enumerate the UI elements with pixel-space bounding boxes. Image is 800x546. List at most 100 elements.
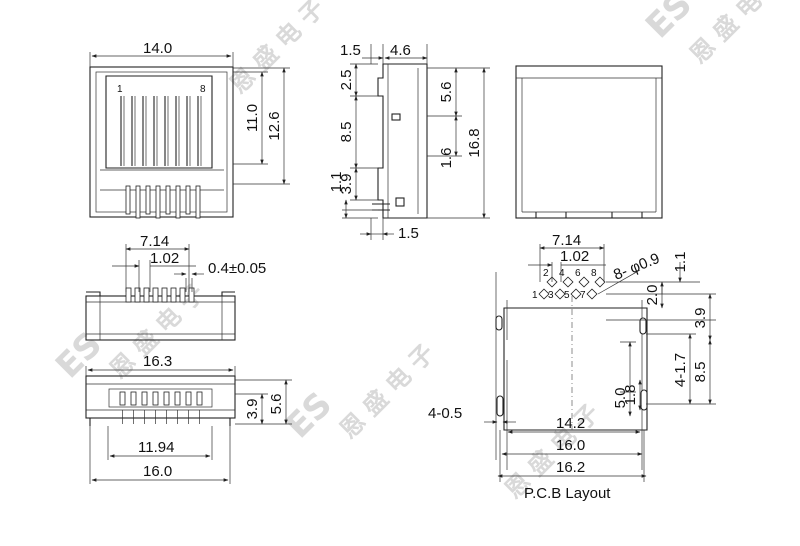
pcb-dim-20-label: 2.0 bbox=[644, 285, 661, 306]
bottom-width-top-extension bbox=[85, 366, 236, 376]
side-left-extension bbox=[342, 63, 378, 219]
front-pin bbox=[185, 185, 191, 215]
bottom-h-small-label: 3.9 bbox=[244, 399, 261, 420]
watermark-logo: ES bbox=[278, 384, 340, 446]
side-left-b-label: 8.5 bbox=[338, 122, 355, 143]
side-left-c-label: 3.9 bbox=[338, 174, 355, 195]
bottom-front-span-label: 7.14 bbox=[140, 233, 169, 250]
bottom-width-top-label: 16.3 bbox=[143, 353, 172, 370]
bottom-front-pin bbox=[170, 287, 177, 303]
pcb-hole bbox=[586, 288, 598, 300]
pcb-right-mid-extension bbox=[620, 333, 716, 405]
pcb-pin-label-top: 4 bbox=[559, 268, 565, 279]
bottom-pin-row-label: 11.94 bbox=[138, 439, 174, 456]
bottom-front-pitch-label: 1.02 bbox=[150, 250, 179, 267]
side-right-b-label: 1.6 bbox=[438, 148, 455, 169]
bottom-inner-lines bbox=[86, 383, 235, 411]
bottom-pin-window bbox=[108, 388, 213, 408]
front-pin bbox=[165, 185, 171, 215]
bottom-front-pins bbox=[125, 287, 195, 303]
front-height-inner-label: 11.0 bbox=[244, 104, 261, 132]
front-contacts bbox=[120, 96, 202, 166]
watermark-company: 恩 盛 电 子 bbox=[684, 0, 789, 69]
pcb-pin-label-bottom: 3 bbox=[548, 290, 554, 301]
pcb-slot bbox=[496, 395, 504, 417]
pcb-dim-50-label: 5.0 bbox=[612, 388, 629, 409]
side-pin-block bbox=[395, 197, 405, 207]
front-outline bbox=[89, 66, 234, 218]
bottom-pin bbox=[185, 391, 192, 406]
pcb-hole bbox=[538, 288, 550, 300]
bottom-lower-extension bbox=[89, 426, 231, 484]
back-feet bbox=[535, 212, 643, 218]
front-view: 1 8 14.0 11.0 12.6 bbox=[89, 40, 290, 219]
bottom-pin bbox=[174, 391, 181, 406]
front-inner-outline bbox=[95, 71, 228, 213]
front-pin-last-label: 8 bbox=[200, 84, 206, 95]
bottom-front-pin bbox=[125, 287, 132, 303]
back-view bbox=[515, 65, 663, 219]
pcb-hole bbox=[554, 288, 566, 300]
pcb-pin-label-bottom: 5 bbox=[564, 290, 570, 301]
pcb-dim-05-label: 4-0.5 bbox=[428, 405, 462, 422]
pcb-right-extension bbox=[606, 281, 716, 321]
watermark-company: 恩 盛 电 子 bbox=[334, 339, 439, 444]
bottom-pin bbox=[163, 391, 170, 406]
front-width-label: 14.0 bbox=[143, 40, 172, 57]
watermark-company: 恩 盛 电 子 bbox=[224, 0, 329, 99]
pcb-pin-label-top: 6 bbox=[575, 268, 581, 279]
side-pin-lead bbox=[372, 203, 390, 211]
front-pin-first-label: 1 bbox=[117, 84, 123, 95]
front-latch-lines bbox=[100, 169, 224, 191]
bottom-pin bbox=[119, 391, 126, 406]
side-top-right-label: 4.6 bbox=[390, 42, 411, 59]
pcb-hole bbox=[570, 288, 582, 300]
bottom-front-pin bbox=[134, 287, 141, 303]
front-pin bbox=[175, 185, 181, 219]
front-height-outer-label: 12.6 bbox=[266, 111, 283, 140]
front-pin bbox=[145, 185, 151, 215]
side-top-extension bbox=[370, 44, 428, 64]
side-left-d-label: 1.1 bbox=[328, 172, 345, 193]
front-port-opening bbox=[105, 75, 213, 169]
side-right-a-label: 5.6 bbox=[438, 82, 455, 103]
pcb-dim-162-label: 16.2 bbox=[556, 459, 585, 476]
bottom-feet bbox=[89, 418, 231, 426]
front-pin bbox=[135, 185, 141, 219]
front-pin bbox=[155, 185, 161, 219]
back-outline bbox=[515, 65, 663, 219]
bottom-h-large-label: 5.6 bbox=[268, 394, 285, 415]
front-pins bbox=[125, 185, 201, 219]
bottom-pins bbox=[119, 391, 203, 424]
front-width-extension bbox=[89, 52, 234, 67]
side-view: 1.5 4.6 2.5 8.5 3.9 1.1 5.6 1.6 16.8 1.5 bbox=[328, 42, 490, 242]
bottom-front-pin bbox=[179, 287, 186, 303]
bottom-front-tol-label: 0.4±0.05 bbox=[208, 260, 266, 277]
watermark-logo: ES bbox=[48, 324, 110, 386]
bottom-front-extension bbox=[125, 244, 190, 292]
side-latch bbox=[391, 113, 401, 121]
pcb-top-extension bbox=[539, 244, 605, 282]
bottom-front-inner-lines bbox=[86, 296, 235, 340]
bottom-view: 16.3 3.9 5.6 11.94 16.0 bbox=[85, 353, 292, 484]
pcb-dim-160-label: 16.0 bbox=[556, 437, 585, 454]
pcb-holes bbox=[538, 276, 606, 300]
side-right-extension bbox=[427, 67, 490, 219]
watermark-logo: ES bbox=[638, 0, 700, 46]
bottom-front-view: 7.14 1.02 0.4±0.05 bbox=[85, 233, 266, 341]
bottom-pin bbox=[152, 391, 159, 406]
bottom-front-outline bbox=[85, 295, 236, 341]
pcb-dim-11-label: 1.1 bbox=[672, 252, 689, 273]
bottom-pin bbox=[141, 391, 148, 406]
back-inner-lines bbox=[516, 77, 662, 213]
pcb-span-label: 7.14 bbox=[552, 232, 581, 249]
pcb-pin-label-top: 2 bbox=[543, 268, 549, 279]
pcb-slot bbox=[639, 317, 647, 335]
bottom-front-pin bbox=[188, 287, 195, 303]
bottom-outline bbox=[85, 375, 236, 419]
bottom-front-pin bbox=[161, 287, 168, 303]
pcb-dim-39-label: 3.9 bbox=[692, 308, 709, 329]
